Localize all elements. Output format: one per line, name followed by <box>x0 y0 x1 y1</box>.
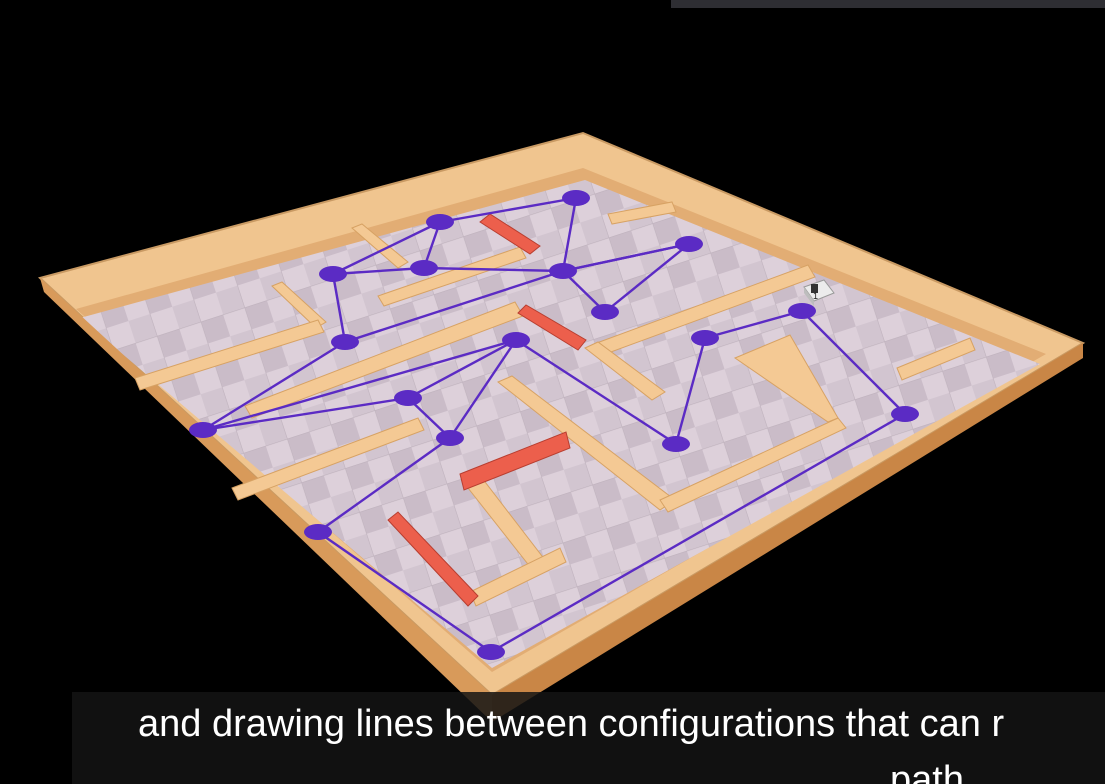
roadmap-edge <box>317 437 451 533</box>
roadmap-edge <box>202 340 346 432</box>
board-front-right-face <box>492 343 1083 722</box>
board-front-left-face <box>40 278 492 722</box>
roadmap-edge <box>331 273 347 343</box>
roadmap-node <box>675 236 703 252</box>
roadmap-node <box>502 332 530 348</box>
roadmap-edge <box>562 242 690 273</box>
maze-walls <box>134 201 976 607</box>
robot-label: 1 <box>813 291 818 301</box>
roadmap-edge <box>407 338 517 400</box>
video-top-bar <box>671 0 1105 8</box>
roadmap-edge <box>704 309 803 340</box>
maze-walls-red <box>387 213 587 607</box>
roadmap-edges <box>202 196 906 654</box>
roadmap-node <box>788 303 816 319</box>
wall-segment <box>733 334 839 423</box>
roadmap-edge <box>490 412 906 654</box>
roadmap-node <box>410 260 438 276</box>
wall-segment <box>351 223 409 269</box>
wall-segment <box>584 341 666 401</box>
roadmap-node <box>331 334 359 350</box>
red-wall-segment <box>517 304 587 351</box>
roadmap-edge <box>344 269 564 344</box>
roadmap-edge <box>317 531 492 653</box>
roadmap-edge <box>515 338 677 446</box>
wall-segment <box>377 246 527 307</box>
wall-segment <box>896 337 976 381</box>
caption-line-2: path <box>890 759 964 784</box>
wall-segment <box>271 281 327 329</box>
robot-body-mark <box>811 284 818 293</box>
wall-segment <box>659 417 847 513</box>
roadmap-node <box>436 430 464 446</box>
roadmap-node <box>591 304 619 320</box>
wall-segment <box>134 319 325 391</box>
roadmap-node <box>304 524 332 540</box>
wall-segment <box>231 417 425 501</box>
roadmap-node <box>549 263 577 279</box>
roadmap-edge <box>604 243 690 313</box>
roadmap-node <box>426 214 454 230</box>
roadmap-edge <box>674 337 707 445</box>
roadmap-node <box>394 390 422 406</box>
roadmap-node <box>319 266 347 282</box>
red-wall-segment <box>459 431 571 491</box>
red-wall-segment <box>479 213 541 255</box>
roadmap-edge <box>332 266 425 276</box>
roadmap-node <box>662 436 690 452</box>
roadmap-edge <box>332 220 441 276</box>
roadmap-node <box>189 422 217 438</box>
red-wall-segment <box>387 511 479 607</box>
wall-segment <box>607 201 677 225</box>
roadmap-node <box>691 330 719 346</box>
roadmap-edge <box>801 310 906 415</box>
caption-box: and drawing lines between configurations… <box>72 692 1105 784</box>
wall-segment <box>469 547 567 607</box>
roadmap-nodes <box>189 190 919 660</box>
roadmap-node <box>477 644 505 660</box>
roadmap-edge <box>561 197 578 272</box>
caption-line-1: and drawing lines between configurations… <box>138 703 1005 745</box>
roadmap-edge <box>202 338 517 432</box>
roadmap-edge <box>423 266 564 273</box>
roadmap-edge <box>202 396 409 432</box>
roadmap-node <box>562 190 590 206</box>
roadmap-edge <box>439 196 577 224</box>
roadmap-node <box>891 406 919 422</box>
roadmap-edge <box>449 339 517 439</box>
robot: 1 <box>803 279 835 306</box>
